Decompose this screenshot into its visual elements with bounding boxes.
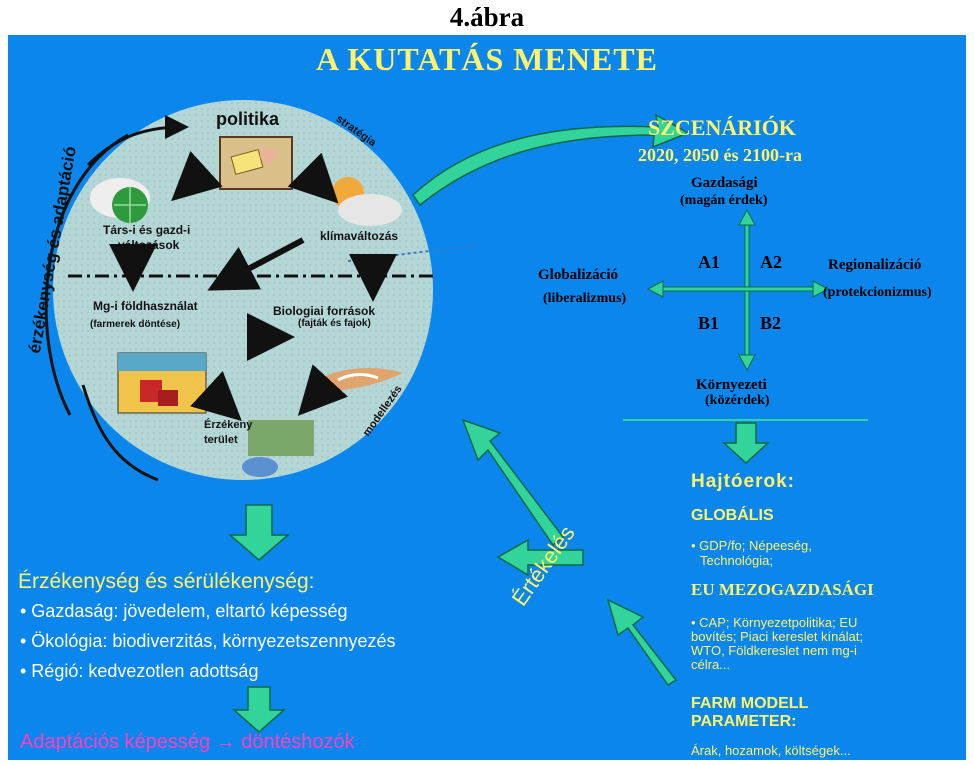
drivers-eu-1: • CAP; Környezetpolitika; EU [691,615,858,630]
label-tars-2: változások [118,238,180,252]
arrow-to-scenarios [412,113,690,207]
top-arc [86,115,189,167]
arrow-eval-up [461,418,565,547]
dotted-line [347,244,479,262]
quadrant-a2: A2 [760,252,782,272]
label-mg-sub: (farmerek döntése) [90,319,181,330]
scenario-axes [646,208,830,372]
label-bio: Biologiai források [273,304,376,318]
arrow-eval-drivers [606,598,678,687]
sensitivity-item: • Gazdaság: jövedelem, eltartó képesség [20,601,348,621]
axis-right-sub: (protekcionizmus) [823,285,932,300]
label-klima: klímaváltozás [320,229,399,243]
scenarios-years: 2020, 2050 és 2100-ra [638,145,802,165]
diagram-title: A KUTATÁS MENETE [316,41,658,77]
diagram-panel: A KUTATÁS MENETE politika Társ-i és gazd… [8,35,966,760]
label-erzekeny: Érzékeny [204,419,253,431]
politika-icon [219,136,293,190]
axis-bottom-sub: (közérdek) [705,393,770,408]
sensitivity-item: • Régió: kedvezotlen adottság [20,661,259,681]
quadrant-a1: A1 [698,252,720,272]
arrow-to-drivers [722,422,770,465]
inner-arrows [109,151,397,422]
bottom-arc [81,384,159,482]
drivers-global: GLOBÁLIS [691,507,774,524]
label-mg: Mg-i földhasználat [93,299,198,313]
label-bio-sub: (fajták és fajok) [298,318,371,329]
axis-top-sub: (magán érdek) [680,193,768,208]
axis-right: Regionalizáció [828,257,922,273]
axis-left: Globalizáció [538,267,618,283]
drivers-eu-4: célra... [691,657,731,672]
drivers-heading: Hajtóerok: [691,471,795,492]
arrow-eval-left [496,538,584,577]
farm-icon [117,352,207,414]
axis-top: Gazdasági [691,175,758,191]
drivers-eu-3: WTO, Földkereslet nem mg-i [691,643,857,658]
adaptation-label: Adaptációs képesség → döntéshozók [20,731,355,753]
label-politika: politika [216,109,280,129]
drivers-eu-2: bovítés; Piaci kereslet kínálat; [691,629,863,644]
drivers-farm-3: Árak, hozamok, költségek... [691,743,851,758]
drivers-farm-2: PARAMETER: [691,713,797,730]
drivers-global-1: • GDP/fo; Népeeség, [691,538,812,553]
globe-icon [90,178,150,223]
axis-bottom: Környezeti [696,377,767,393]
label-tars: Társ-i és gazd-i [103,223,191,237]
figure-label: 4.ábra [449,2,525,32]
weather-icon [332,177,402,226]
sensitivity-heading: Érzékenység és sérülékenység: [18,570,315,593]
axis-left-sub: (liberalizmus) [543,291,627,306]
label-terulet: terület [204,434,238,446]
diagram-graphics [44,100,868,733]
drivers-farm-1: FARM MODELL [691,695,809,712]
arrow-circle-down [227,504,291,561]
quadrant-b2: B2 [760,313,782,333]
arrow-to-adaptation [232,686,286,733]
drivers-eu: EU MEZOGAZDASÁGI [691,580,874,599]
scenarios-title: SZCENÁRIÓK [648,115,796,140]
map-icon [242,420,314,477]
left-arc [44,133,129,416]
drivers-global-2: Technológia; [700,553,773,568]
sensitivity-item: • Ökológia: biodiverzitás, környezetszen… [20,631,396,651]
quadrant-b1: B1 [698,313,720,333]
